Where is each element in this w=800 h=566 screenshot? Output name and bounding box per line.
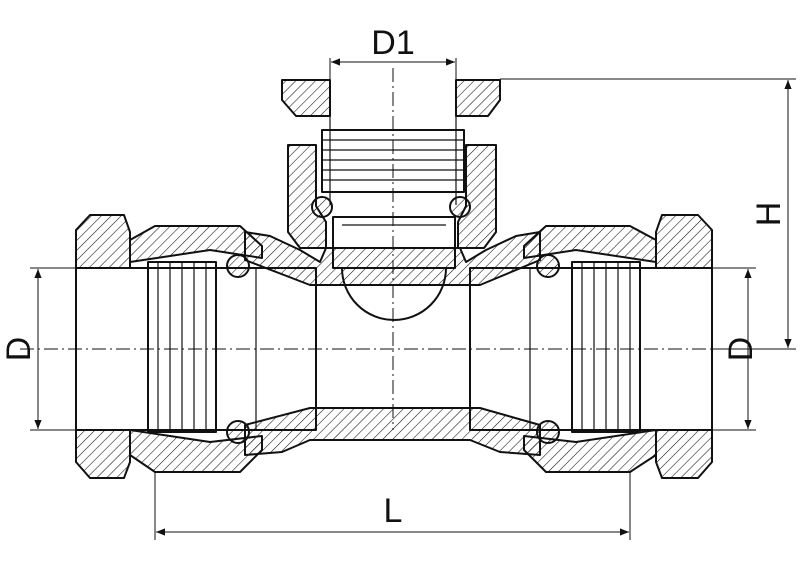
left-o-ring-top [226, 254, 250, 278]
right-nut-top [655, 214, 713, 269]
dimension-d1: D1 [329, 24, 457, 80]
dimension-label-h: H [750, 202, 788, 227]
left-nut-top [75, 214, 131, 269]
left-nut-bottom [75, 429, 131, 479]
top-nut-right [455, 79, 501, 117]
right-o-ring-top [536, 254, 560, 278]
right-sleeve-bottom [523, 429, 657, 473]
dimension-label-d-left: D [0, 337, 38, 362]
dimension-d-right: D [712, 267, 760, 431]
top-o-ring-left [311, 196, 333, 218]
top-o-ring-right [449, 196, 471, 218]
left-sleeve-top [129, 225, 263, 263]
left-o-ring-bottom [226, 420, 250, 444]
right-nut-bottom [655, 429, 713, 479]
dimension-label-d1: D1 [371, 24, 414, 62]
dimension-label-d-right: D [722, 337, 760, 362]
top-nut-left [281, 79, 331, 117]
right-end [469, 214, 713, 479]
left-sleeve-bottom [129, 429, 263, 473]
top-sleeve-left [287, 144, 327, 249]
dimension-label-l: L [384, 492, 403, 530]
dimension-l: L [154, 472, 631, 540]
left-end [75, 214, 317, 479]
dimension-h: H [500, 78, 796, 350]
right-o-ring-bottom [536, 420, 560, 444]
dimension-d-left: D [0, 267, 76, 431]
right-sleeve-top [523, 225, 657, 263]
